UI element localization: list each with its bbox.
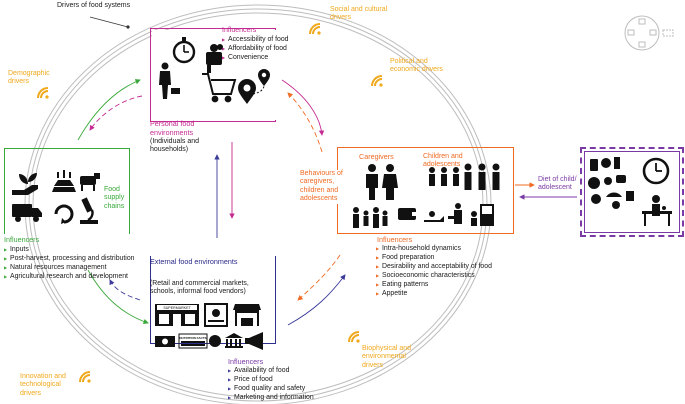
truck-icon [12, 204, 42, 222]
diet-icons [588, 157, 672, 226]
arrow-personal-to-supply [89, 95, 143, 131]
behaviours-influencer: Appetite [376, 289, 492, 298]
external-influencer: Availability of food [228, 366, 314, 375]
driver-political-icon [370, 74, 384, 93]
location-pin-icon [238, 69, 270, 104]
family-icon [353, 207, 388, 228]
driver-social-cultural: Social and cultural drivers [330, 6, 388, 22]
clock-icon [642, 157, 670, 185]
personal-influencer: Convenience [222, 53, 289, 62]
personal-influencer: Accessibility of food [222, 35, 289, 44]
supermarket-icon: SUPERMARKET [155, 304, 199, 326]
field-icon [52, 170, 76, 192]
driver-biophysical: Biophysical and environmental drivers [362, 345, 412, 369]
personal-influencers-title: Influencers [222, 27, 257, 34]
supply-influencer: Natural resources management [4, 263, 134, 272]
personal-influencer: Affordability of food [222, 44, 289, 53]
behaviours-influencers-title: Influencers [377, 235, 413, 244]
behaviours-influencer: Eating patterns [376, 280, 492, 289]
personal-env-icons [159, 37, 270, 104]
supply-influencer: Agricultural research and development [4, 272, 134, 281]
supply-influencers-list: Inputs Post-harvest, processing and dist… [4, 245, 134, 281]
behaviours-influencer: Desirability and acceptability of food [376, 262, 492, 271]
drivers-header: Drivers of food systems [57, 2, 131, 9]
supply-chains-box [4, 148, 130, 234]
diet-box-outer [580, 147, 684, 237]
behaviours-title: Behaviours of caregivers, children and a… [300, 170, 350, 204]
arrow-behaviours-to-external [297, 254, 341, 301]
food-items-icon [588, 157, 634, 209]
supply-chains-title: Food supply chains [104, 186, 125, 210]
livestock-icon [80, 173, 100, 191]
hands-food-icon [424, 211, 444, 222]
stopwatch-icon [172, 37, 196, 64]
external-env-icons: SUPERMARKET NUTRITION FACTS [155, 303, 263, 350]
supply-influencer: Inputs [4, 245, 134, 254]
external-env-subtitle: (Retail and commercial markets, schools,… [150, 280, 249, 296]
caregivers-icon [366, 164, 398, 200]
driver-political-economic: Political and economic drivers [390, 58, 443, 74]
driver-innovation-icon [78, 370, 92, 389]
driver-social-cultural-icon [308, 22, 322, 41]
wallet-icon [398, 208, 417, 220]
behaviours-influencer: Socioeconomic characteristics [376, 271, 492, 280]
external-env-title: External food environments [150, 257, 238, 266]
driver-demographic: Demographic drivers [8, 70, 50, 86]
money-icon [206, 44, 223, 73]
market-stall-icon [233, 304, 261, 326]
external-influencer: Marketing and information [228, 393, 314, 402]
badge-icon [209, 335, 221, 347]
caregivers-label: Caregivers [359, 152, 394, 161]
behaviour-icons [353, 163, 500, 228]
external-influencer: Price of food [228, 375, 314, 384]
banknote-icon [155, 336, 175, 347]
external-influencers-list: Availability of food Price of food Food … [228, 366, 314, 402]
nutrition-label-icon: NUTRITION FACTS [178, 333, 208, 349]
arrow-external-to-behaviours [287, 274, 346, 326]
diet-box-inner [584, 151, 680, 233]
supply-influencers-title: Influencers [4, 235, 40, 244]
arrow-external-to-supply [109, 279, 141, 301]
supply-chain-icons [12, 170, 100, 224]
recycle-icon [54, 204, 74, 224]
supermarket-sign: SUPERMARKET [163, 306, 191, 310]
menu-board-icon [204, 303, 228, 327]
driver-demographic-icon [36, 86, 50, 105]
external-influencers-title: Influencers [228, 357, 264, 366]
institution-icon [225, 333, 243, 348]
shopping-cart-icon [202, 73, 237, 103]
shopper-icon [159, 62, 180, 99]
personal-env-subtitle: (Individuals and households) [150, 138, 200, 154]
seedling-hand-icon [12, 173, 38, 195]
nutrition-label-text: NUTRITION FACTS [180, 336, 207, 340]
system-emblem-icon [624, 15, 674, 51]
megaphone-icon [245, 332, 263, 350]
personal-influencers-list: Accessibility of food Affordability of f… [222, 35, 289, 62]
driver-biophysical-icon [347, 330, 361, 349]
arrow-supply-to-personal [77, 79, 141, 141]
personal-env-box-corner [150, 28, 276, 122]
behaviours-influencers-list: Intra-household dynamics Food preparatio… [376, 244, 492, 298]
personal-env-title: Personal food environments [150, 119, 195, 137]
diet-label: Diet of child/ adolescent [538, 176, 577, 192]
supply-influencer: Post-harvest, processing and distributio… [4, 254, 134, 263]
fridge-icon [471, 204, 494, 226]
child-eating-icon [642, 195, 672, 226]
children-icon [429, 163, 500, 190]
behaviours-influencer: Food preparation [376, 253, 492, 262]
microscope-icon [80, 197, 98, 224]
behaviours-influencer: Intra-household dynamics [376, 244, 492, 253]
driver-innovation: Innovation and technological drivers [20, 373, 66, 397]
drivers-pointer [89, 16, 129, 28]
external-influencer: Food quality and safety [228, 384, 314, 393]
cooking-icon [448, 203, 462, 224]
arrow-personal-to-behaviours [281, 79, 325, 136]
children-label: Children and adolescents [423, 153, 463, 169]
arrow-behaviours-to-personal [287, 92, 323, 153]
